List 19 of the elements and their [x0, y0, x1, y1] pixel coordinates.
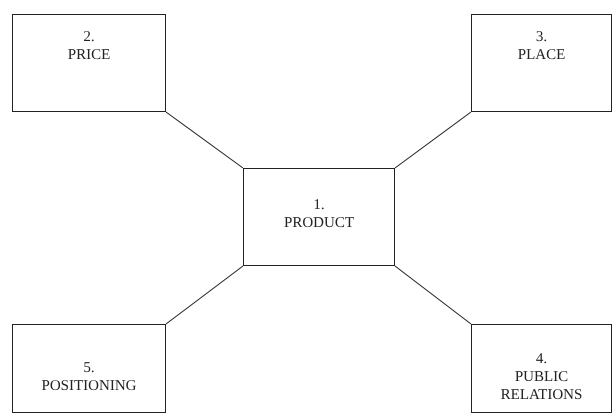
item-number: 2. [83, 28, 95, 46]
item-number: 3. [536, 28, 548, 46]
text-box [12, 14, 166, 112]
text-box [12, 324, 166, 413]
text-box [471, 14, 612, 112]
connector-line [394, 266, 472, 324]
connector-line [166, 266, 244, 324]
item-label: PUBLIC RELATIONS [500, 368, 584, 404]
item-number: 5. [83, 358, 95, 376]
text-box [243, 168, 395, 266]
connector-line [166, 112, 244, 168]
connector-line [394, 112, 472, 168]
item-label: POSITIONING [42, 376, 136, 394]
item-label: PRICE [68, 46, 110, 64]
item-label: PRODUCT [284, 214, 354, 232]
text-box [471, 324, 612, 413]
item-number: 1. [313, 196, 325, 214]
item-label: PLACE [518, 46, 566, 64]
item-number: 4. [536, 350, 548, 368]
